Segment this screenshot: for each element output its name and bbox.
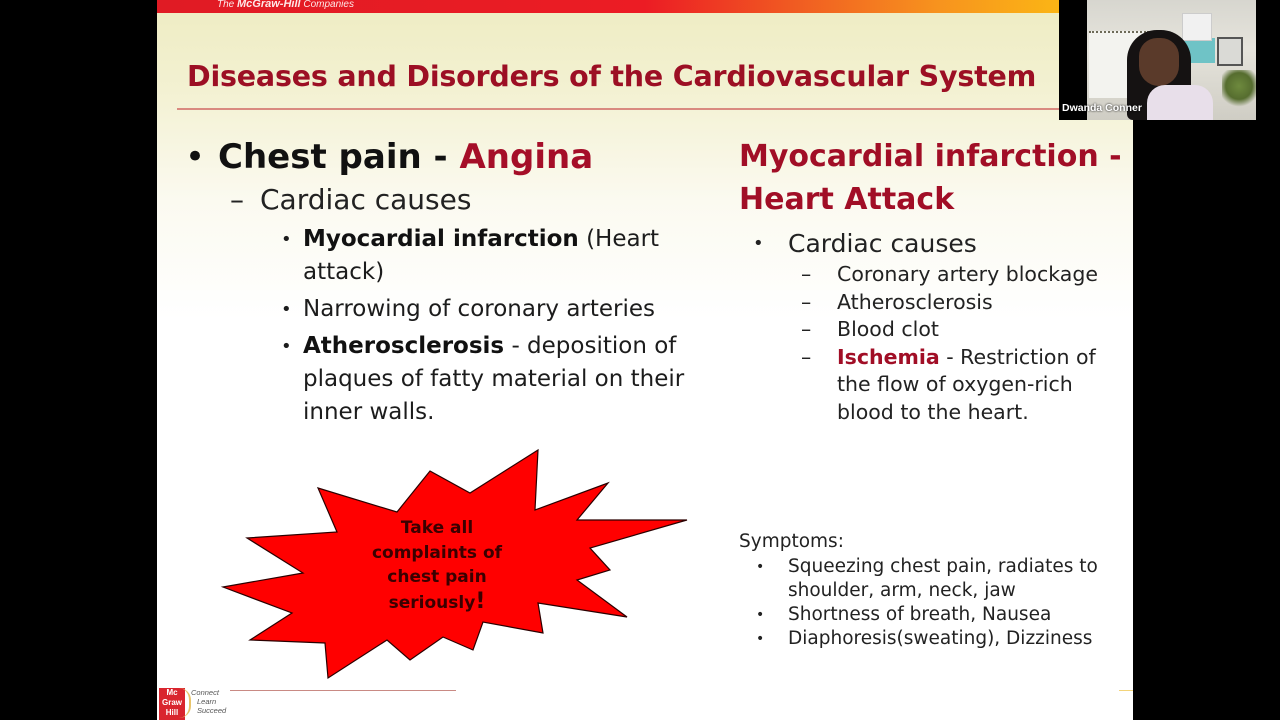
slide-header-bar: The McGraw-Hill Companies bbox=[157, 0, 1133, 13]
logo-line: Hill bbox=[165, 708, 179, 717]
subheading-text: Cardiac causes bbox=[260, 183, 472, 216]
logo-tagline: Connect Learn Succeed bbox=[191, 688, 226, 715]
publisher-brand: The McGraw-Hill Companies bbox=[217, 0, 354, 10]
item-text: Blood clot bbox=[837, 317, 939, 341]
callout-line: chest pain bbox=[387, 567, 487, 587]
dash-icon: – bbox=[801, 289, 812, 314]
item-text: - Restriction of the flow of oxygen-rich… bbox=[837, 344, 1096, 424]
participant-video-tile[interactable]: Dwanda Conner bbox=[1059, 0, 1256, 120]
callout-line: complaints of bbox=[371, 542, 503, 563]
tagline-line: Learn bbox=[197, 697, 217, 706]
bullet-icon: • bbox=[281, 336, 292, 357]
list-item: – Coronary artery blockage bbox=[739, 261, 1129, 289]
tagline-line: Succeed bbox=[197, 706, 227, 715]
bullet-icon: • bbox=[185, 137, 206, 177]
dash-icon: – bbox=[230, 183, 244, 216]
dash-icon: – bbox=[801, 317, 812, 341]
mi-heading: Myocardial infarction - Heart Attack bbox=[739, 139, 1122, 217]
list-item: • Atherosclerosis - deposition of plaques… bbox=[185, 330, 725, 429]
cardiac-causes-subheading: –Cardiac causes bbox=[185, 181, 725, 219]
symptom-item: • Squeezing chest pain, radiates to shoul… bbox=[739, 555, 1129, 603]
logo-line: Mc bbox=[166, 688, 178, 697]
person-face bbox=[1139, 38, 1179, 86]
video-bg-frame bbox=[1182, 13, 1212, 41]
item-bold: Atherosclerosis bbox=[303, 333, 505, 359]
symptom-item: • Diaphoresis(sweating), Dizziness bbox=[739, 627, 1129, 651]
presentation-slide: The McGraw-Hill Companies Diseases and D… bbox=[157, 0, 1133, 720]
list-item: – Blood clot bbox=[739, 316, 1129, 344]
tagline-line: Connect bbox=[191, 688, 219, 697]
subheading-text: Cardiac causes bbox=[788, 229, 977, 258]
item-text: Atherosclerosis bbox=[837, 289, 993, 314]
logo-line: Graw bbox=[161, 698, 182, 707]
list-item: • Myocardial infarction (Heart attack) bbox=[185, 223, 725, 289]
list-item: • Narrowing of coronary arteries bbox=[185, 293, 725, 326]
slide-title: Diseases and Disorders of the Cardiovasc… bbox=[187, 60, 1037, 93]
brand-name: McGraw-Hill bbox=[237, 0, 301, 10]
item-text: Narrowing of coronary arteries bbox=[303, 296, 656, 322]
bullet-icon: • bbox=[756, 607, 765, 623]
bullet-icon: • bbox=[281, 229, 292, 250]
chest-pain-heading: • Chest pain - Angina bbox=[185, 135, 725, 179]
footer-divider-right bbox=[1119, 690, 1133, 691]
exclamation: ! bbox=[475, 588, 486, 614]
bullet-icon: • bbox=[281, 299, 292, 320]
list-item: –Ischemia - Restriction of the flow of o… bbox=[739, 344, 1129, 427]
callout-line: Take all bbox=[400, 518, 474, 538]
brand-suffix: Companies bbox=[300, 0, 354, 10]
video-bg-plant bbox=[1222, 70, 1256, 110]
person-shirt bbox=[1147, 85, 1213, 120]
heading-main: Chest pain - bbox=[218, 137, 460, 177]
footer-divider bbox=[230, 690, 456, 691]
title-divider bbox=[177, 108, 1117, 110]
symptom-text: Shortness of breath, Nausea bbox=[788, 604, 1052, 625]
dash-icon: – bbox=[801, 262, 812, 286]
heading-accent: Angina bbox=[459, 137, 594, 177]
symptom-text: Squeezing chest pain, radiates to should… bbox=[788, 556, 1098, 601]
callout-word: seriously bbox=[388, 592, 476, 613]
item-bold: Myocardial infarction bbox=[303, 226, 579, 252]
participant-name: Dwanda Conner bbox=[1062, 102, 1142, 114]
item-accent: Ischemia bbox=[837, 344, 940, 369]
right-column: Myocardial infarction - Heart Attack • Ca… bbox=[739, 135, 1129, 426]
item-text: Coronary artery blockage bbox=[837, 262, 1098, 286]
list-item: –Atherosclerosis bbox=[739, 289, 1129, 317]
symptom-text: Diaphoresis(sweating), Dizziness bbox=[788, 628, 1093, 649]
left-column: • Chest pain - Angina –Cardiac causes • My… bbox=[185, 135, 725, 429]
item-text: - deposition of plaques of fatty materia… bbox=[303, 333, 685, 425]
dash-icon: – bbox=[801, 344, 812, 369]
video-feed bbox=[1087, 0, 1256, 120]
symptoms-section: Symptoms: • Squeezing chest pain, radiate… bbox=[739, 529, 1129, 651]
cardiac-causes-subheading: • Cardiac causes bbox=[739, 227, 1129, 261]
logo-arc-icon bbox=[179, 688, 191, 718]
bullet-icon: • bbox=[756, 631, 765, 647]
callout-text: Take all complaints of chest pain seriou… bbox=[357, 516, 517, 615]
callout-line: seriously! bbox=[357, 588, 517, 616]
symptom-item: • Shortness of breath, Nausea bbox=[739, 603, 1129, 627]
symptoms-heading: Symptoms: bbox=[739, 531, 844, 552]
bullet-icon: • bbox=[753, 233, 764, 254]
bullet-icon: • bbox=[756, 559, 765, 575]
video-bg-frame bbox=[1217, 37, 1243, 66]
brand-prefix: The bbox=[217, 0, 238, 10]
item-text: (Heart attack) bbox=[303, 226, 660, 285]
